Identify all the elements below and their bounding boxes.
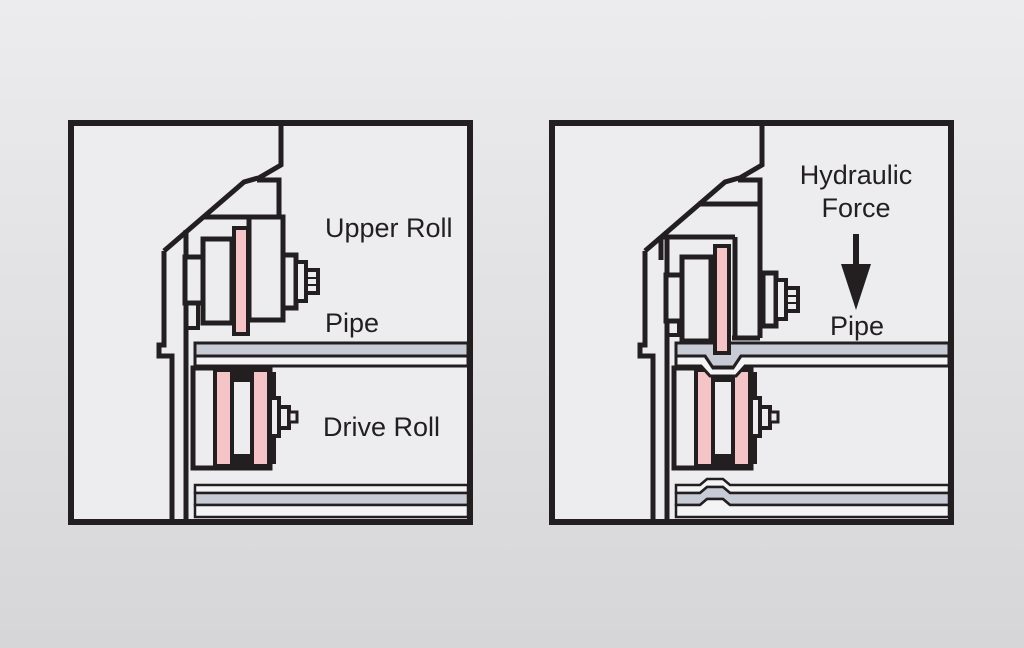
drive-roll-groove-cap-bottom [232, 454, 252, 466]
upper-shaft-threads [306, 277, 318, 286]
upper-roll-hub [679, 254, 714, 344]
right-frame-bracket [643, 123, 765, 341]
drive-shaft-tip [768, 410, 780, 424]
upper-roll-step-block [182, 254, 206, 306]
right-pipe-wall-bottom [674, 477, 951, 519]
housing-inner-frame-lines [658, 234, 738, 338]
pipe-far-outer-band [193, 503, 470, 519]
upper-shaft-threads [786, 295, 798, 304]
pipe-label: Pipe [325, 308, 379, 338]
upper-shaft-tip [304, 268, 320, 295]
pipe-inner-band [193, 354, 470, 368]
upper-roll-band-pressed [713, 244, 731, 355]
column-outer-line [156, 251, 175, 519]
left-drive-roll-assembly [190, 365, 299, 471]
frame-diagonal-line [162, 175, 259, 253]
left-panel: Upper Roll Pipe Drive Roll [68, 120, 473, 525]
column-outer-line [637, 251, 656, 519]
frame-diagonal-line [643, 175, 740, 253]
upper-shaft-tip [784, 286, 800, 313]
down-arrow-icon [841, 234, 871, 310]
pipe-wall-band [193, 341, 470, 358]
upper-roll-hub [200, 236, 235, 326]
drive-shaft-tip [287, 410, 299, 424]
pipe-far-outer-band-bumped [674, 497, 951, 519]
drive-roll-groove-cap-bottom [713, 454, 733, 466]
drive-roll-band-left [694, 368, 715, 468]
hydraulic-force-label-line2: Force [821, 193, 890, 223]
pipe-inner-band-grooved [674, 354, 951, 378]
frame-step-line [257, 177, 282, 217]
pipe-far-wall-band [193, 491, 470, 507]
pipe-label: Pipe [830, 311, 884, 341]
right-panel: Hydraulic Force Pipe [549, 120, 954, 525]
frame-hanger-line [255, 123, 284, 182]
frame-step-line [738, 177, 763, 204]
upper-roll-label: Upper Roll [325, 213, 453, 243]
upper-roll-housing [246, 214, 286, 323]
hydraulic-force-label-line1: Hydraulic [800, 160, 913, 190]
drive-roll-label: Drive Roll [323, 412, 440, 442]
left-pipe-wall-bottom [193, 483, 470, 519]
frame-hanger-line [736, 123, 765, 182]
left-upper-roll-assembly [182, 214, 320, 336]
right-upper-roll-assembly [663, 244, 800, 355]
drive-roll-band-right [731, 368, 752, 468]
left-frame-bracket [162, 123, 284, 253]
down-arrow-head [841, 264, 871, 310]
drive-roll-groove-cap-top [232, 370, 252, 382]
drive-roll-band-right [250, 368, 271, 468]
left-pipe-wall-top [193, 341, 470, 368]
drive-roll-band-left [213, 368, 234, 468]
right-drive-roll-assembly [671, 365, 780, 471]
upper-roll-band [232, 226, 250, 336]
